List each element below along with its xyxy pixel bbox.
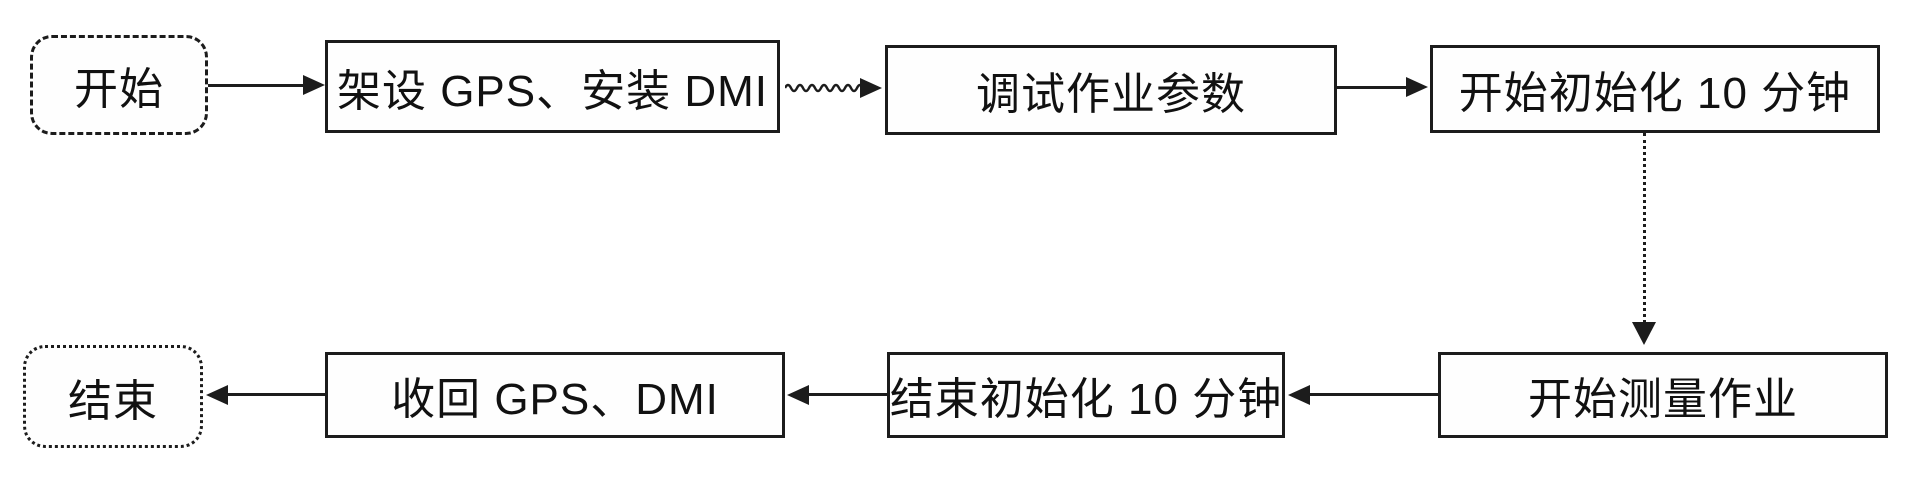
edge-init-to-measure-line bbox=[1643, 133, 1646, 323]
node-start: 开始 bbox=[30, 35, 208, 135]
arrow-left-icon bbox=[787, 385, 809, 405]
arrow-right-icon bbox=[1406, 77, 1428, 97]
node-end-label: 结束 bbox=[68, 376, 158, 426]
node-start-measure: 开始测量作业 bbox=[1438, 352, 1888, 438]
arrow-down-icon bbox=[1632, 322, 1656, 345]
node-start-measure-label: 开始测量作业 bbox=[1528, 375, 1798, 424]
edge-recover-to-end-line bbox=[226, 393, 325, 396]
arrow-right-icon bbox=[303, 75, 325, 95]
node-setup-gps-dmi: 架设 GPS、安装 DMI bbox=[325, 40, 780, 133]
node-end: 结束 bbox=[23, 345, 203, 448]
node-debug-params: 调试作业参数 bbox=[885, 45, 1337, 135]
node-recover-gps-dmi-label: 收回 GPS、DMI bbox=[391, 375, 719, 424]
edge-setup-to-debug-wavy-line bbox=[785, 83, 863, 93]
node-setup-gps-dmi-label: 架设 GPS、安装 DMI bbox=[336, 66, 769, 116]
node-recover-gps-dmi: 收回 GPS、DMI bbox=[325, 352, 785, 438]
edge-start-to-setup-line bbox=[208, 84, 306, 87]
node-start-label: 开始 bbox=[74, 65, 164, 114]
node-start-init-label: 开始初始化 10 分钟 bbox=[1458, 69, 1852, 118]
node-end-init-label: 结束初始化 10 分钟 bbox=[889, 375, 1283, 424]
arrow-left-icon bbox=[206, 385, 228, 405]
edge-end-init-to-recover-line bbox=[807, 393, 887, 396]
edge-debug-to-init-line bbox=[1337, 86, 1409, 89]
node-start-init: 开始初始化 10 分钟 bbox=[1430, 45, 1880, 133]
node-debug-params-label: 调试作业参数 bbox=[976, 70, 1246, 119]
arrow-left-icon bbox=[1288, 385, 1310, 405]
edge-measure-to-end-init-line bbox=[1308, 393, 1438, 396]
node-end-init: 结束初始化 10 分钟 bbox=[887, 352, 1285, 438]
arrow-right-icon bbox=[860, 78, 882, 98]
